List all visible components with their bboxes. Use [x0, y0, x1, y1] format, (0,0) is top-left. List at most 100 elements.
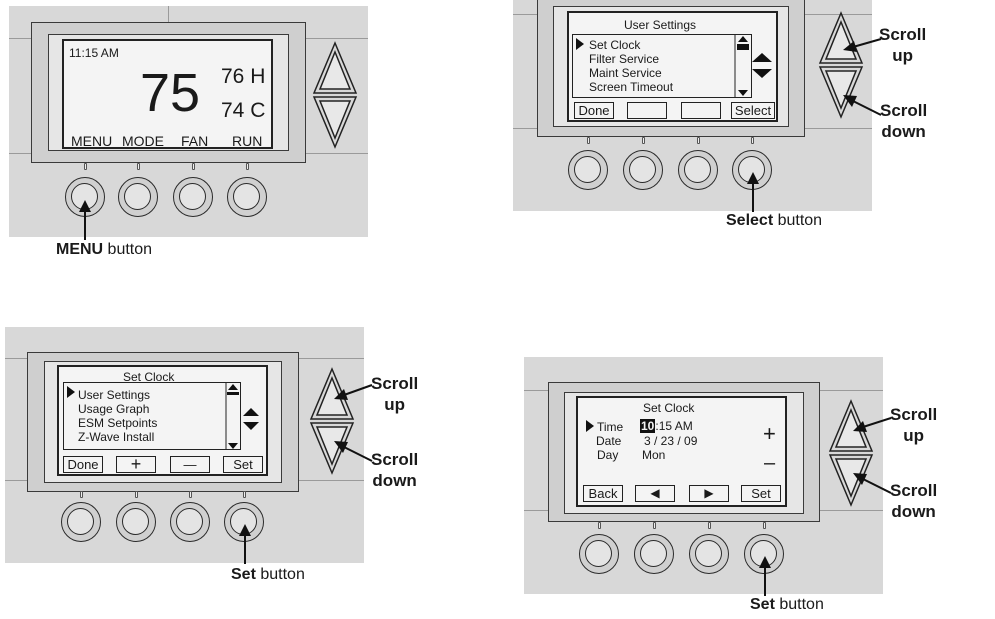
- softkey-blank: [681, 102, 721, 119]
- softkey-blank: [627, 102, 667, 119]
- button-tick: [708, 522, 711, 529]
- menu-item-usage-graph[interactable]: Usage Graph: [78, 402, 150, 416]
- button-tick: [189, 491, 192, 498]
- callout-arrows: [334, 384, 373, 462]
- button-tick: [751, 137, 754, 144]
- heat-setpoint: 76 H: [221, 65, 266, 88]
- scroll-up-icon: [318, 50, 352, 90]
- callout-arrows: [853, 417, 892, 494]
- softkey-plus: +: [116, 455, 156, 473]
- menu-item-esm-setpoints[interactable]: ESM Setpoints: [78, 416, 158, 430]
- callout-arrow: [239, 524, 251, 564]
- scroll-arrows: [309, 367, 355, 475]
- blank-button[interactable]: [623, 150, 663, 190]
- button-tick: [246, 163, 249, 170]
- button-tick: [243, 491, 246, 498]
- callout-arrows: [843, 38, 882, 116]
- selection-pointer-icon: [586, 420, 594, 432]
- increment-indicator: +: [763, 421, 776, 446]
- softkey-right-arrow: ▶: [689, 485, 729, 502]
- date-label: Date: [596, 434, 622, 448]
- current-temperature: 75: [140, 63, 201, 123]
- minus-button[interactable]: [170, 502, 210, 542]
- softkey-label-menu: MENU: [71, 133, 113, 149]
- lcd-screen: Set Clock Time Date Day 10:15 AM 3 / 23 …: [576, 396, 787, 507]
- softkey-select: Select: [731, 102, 775, 119]
- menu-item-screen-timeout[interactable]: Screen Timeout: [589, 80, 674, 94]
- hour-highlight: 10: [640, 419, 656, 433]
- menu-item-maint-service[interactable]: Maint Service: [589, 66, 662, 80]
- softkey-done: Done: [574, 102, 614, 119]
- softkey-label-mode: MODE: [122, 133, 164, 149]
- softkey-done: Done: [63, 456, 103, 473]
- button-tick: [135, 491, 138, 498]
- softkey-back: Back: [583, 485, 623, 502]
- cool-setpoint: 74 C: [221, 99, 266, 122]
- screen-title: Set Clock: [643, 401, 695, 415]
- screen-title: Set Clock: [123, 370, 175, 384]
- softkey-set: Set: [741, 485, 781, 502]
- button-tick: [137, 163, 140, 170]
- list-scrollbar[interactable]: [225, 382, 241, 450]
- time-label: Time: [597, 420, 624, 434]
- scroll-indicator-icon: [243, 408, 259, 430]
- menu-item-filter-service[interactable]: Filter Service: [589, 52, 660, 66]
- done-button[interactable]: [568, 150, 608, 190]
- selection-pointer-icon: [67, 386, 75, 398]
- callout-arrow: [759, 556, 771, 596]
- lcd-screen: 11:15 AM 75 76 H 74 C MENU MODE FAN RUN: [62, 39, 273, 149]
- set-button-caption: Set button: [231, 566, 305, 583]
- button-tick: [697, 137, 700, 144]
- lcd-screen: Set Clock User Settings Usage Graph ESM …: [57, 365, 268, 476]
- mode-button[interactable]: [118, 177, 158, 217]
- scroll-down-icon: [824, 70, 858, 110]
- button-tick: [763, 522, 766, 529]
- set-button[interactable]: [744, 534, 784, 574]
- callout-arrow: [747, 172, 759, 212]
- scroll-indicator-icon: [752, 53, 772, 78]
- menu-item-set-clock[interactable]: Set Clock: [589, 38, 641, 52]
- list-scrollbar[interactable]: [733, 34, 753, 98]
- button-tick: [84, 163, 87, 170]
- button-tick: [642, 137, 645, 144]
- menu-item-z-wave-install[interactable]: Z-Wave Install: [78, 430, 155, 444]
- date-value[interactable]: 3 / 23 / 09: [644, 434, 698, 448]
- button-tick: [653, 522, 656, 529]
- day-label: Day: [597, 448, 619, 462]
- plus-button[interactable]: [116, 502, 156, 542]
- menu-item-user-settings[interactable]: User Settings: [78, 388, 151, 402]
- time-value[interactable]: 10:15 AM: [640, 419, 693, 433]
- right-button[interactable]: [689, 534, 729, 574]
- left-button[interactable]: [634, 534, 674, 574]
- run-button[interactable]: [227, 177, 267, 217]
- set-button-caption: Set button: [750, 596, 824, 613]
- menu-list: [63, 382, 241, 450]
- decrement-indicator: –: [764, 452, 776, 474]
- softkey-label-fan: FAN: [181, 133, 209, 149]
- menu-button-caption: MENU button: [56, 241, 153, 258]
- button-tick: [192, 163, 195, 170]
- softkey-minus: —: [170, 456, 210, 473]
- back-button[interactable]: [579, 534, 619, 574]
- clock-readout: 11:15 AM: [69, 46, 119, 60]
- guide-line: [168, 6, 169, 26]
- scroll-down-icon: [318, 100, 352, 140]
- button-tick: [598, 522, 601, 529]
- day-value[interactable]: Mon: [642, 448, 666, 462]
- screen-title: User Settings: [624, 18, 697, 32]
- selection-pointer-icon: [576, 38, 584, 50]
- fan-button[interactable]: [173, 177, 213, 217]
- scroll-arrows: [312, 41, 358, 149]
- menu-list: [572, 34, 752, 98]
- softkey-left-arrow: ◀: [635, 485, 675, 502]
- lcd-screen: User Settings Set Clock Filter Service M…: [567, 11, 778, 122]
- done-button[interactable]: [61, 502, 101, 542]
- softkey-set: Set: [223, 456, 263, 473]
- blank-button[interactable]: [678, 150, 718, 190]
